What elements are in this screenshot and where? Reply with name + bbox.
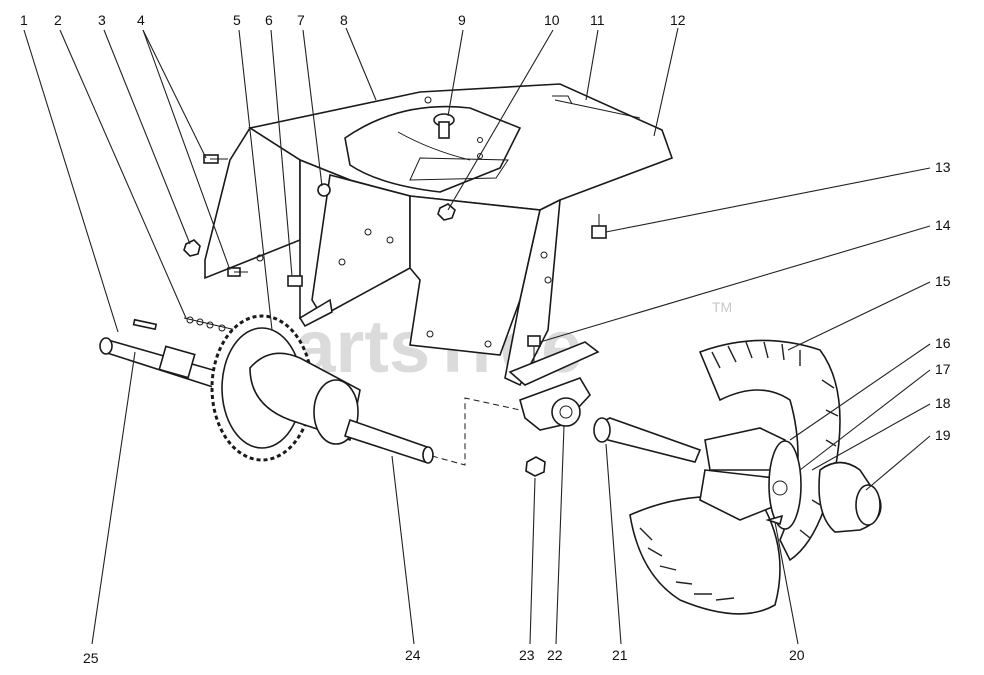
wheel-assembly bbox=[629, 339, 882, 615]
callout-21: 21 bbox=[612, 647, 628, 663]
callout-10: 10 bbox=[544, 12, 560, 28]
callout-2: 2 bbox=[54, 12, 62, 28]
callout-24: 24 bbox=[405, 647, 421, 663]
fender-housing bbox=[204, 83, 674, 387]
callout-19: 19 bbox=[935, 427, 951, 443]
callout-25: 25 bbox=[83, 650, 99, 666]
callout-16: 16 bbox=[935, 335, 951, 351]
bearing-housing bbox=[519, 377, 591, 431]
key bbox=[132, 318, 158, 331]
callout-5: 5 bbox=[233, 12, 241, 28]
callout-4: 4 bbox=[137, 12, 145, 28]
bolt-icon bbox=[591, 214, 607, 239]
nut-icon bbox=[183, 239, 201, 257]
carriage-bolt-icon bbox=[433, 113, 455, 139]
nut-icon bbox=[525, 456, 546, 477]
nut-icon bbox=[437, 203, 456, 221]
drive-shaft bbox=[99, 337, 221, 390]
callout-13: 13 bbox=[935, 159, 951, 175]
watermark-tm: TM bbox=[712, 299, 732, 315]
bracket bbox=[508, 341, 600, 386]
centerline bbox=[431, 397, 521, 466]
callout-3: 3 bbox=[98, 12, 106, 28]
bolt-icon bbox=[527, 335, 541, 362]
callout-1: 1 bbox=[20, 12, 28, 28]
spring-rod bbox=[554, 99, 641, 119]
callout-6: 6 bbox=[265, 12, 273, 28]
leader-lines bbox=[23, 27, 931, 645]
callout-20: 20 bbox=[789, 647, 805, 663]
callout-17: 17 bbox=[935, 361, 951, 377]
callout-labels: 1 2 3 4 5 6 7 8 9 10 11 12 13 14 15 16 1… bbox=[20, 12, 951, 666]
bolt-icon bbox=[203, 154, 228, 164]
callout-7: 7 bbox=[297, 12, 305, 28]
callout-11: 11 bbox=[590, 12, 605, 28]
axle bbox=[593, 417, 702, 463]
callout-18: 18 bbox=[935, 395, 951, 411]
callout-12: 12 bbox=[670, 12, 686, 28]
callout-9: 9 bbox=[458, 12, 466, 28]
callout-14: 14 bbox=[935, 217, 951, 233]
hub-assembly bbox=[249, 352, 434, 464]
callout-8: 8 bbox=[340, 12, 348, 28]
bolt-icon bbox=[227, 267, 248, 277]
pin-icon bbox=[287, 275, 303, 287]
callout-23: 23 bbox=[519, 647, 535, 663]
nut-icon bbox=[317, 183, 331, 197]
callout-15: 15 bbox=[935, 273, 951, 289]
callout-22: 22 bbox=[547, 647, 563, 663]
